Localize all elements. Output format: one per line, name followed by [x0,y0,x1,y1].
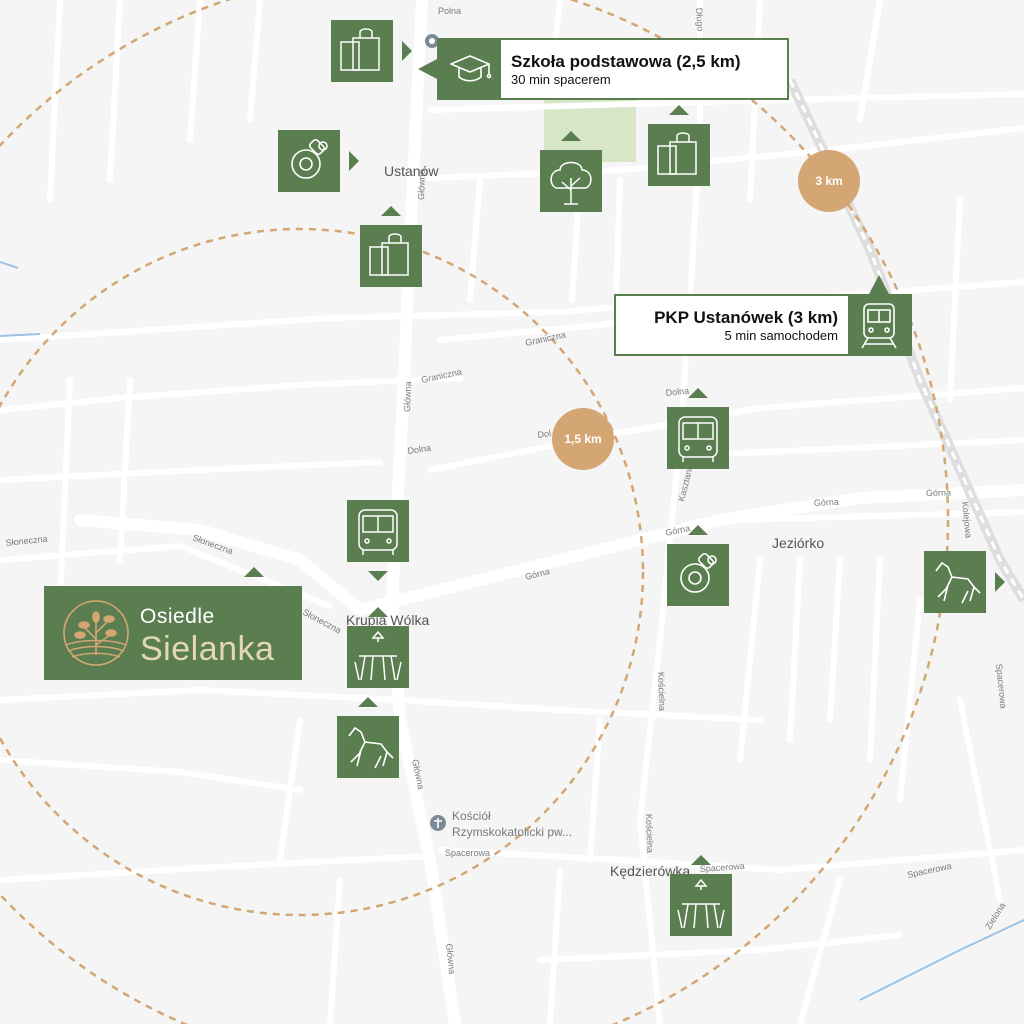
street-label-gorna-3: Górna [814,497,840,508]
street-label-spacerowa-1: Spacerowa [994,663,1009,709]
church-pin-icon [430,815,446,831]
church-label-line2: Rzymskokatolicki pw... [452,825,572,839]
rivers [0,261,1024,1001]
radius-circle-3km [0,0,950,1024]
radius-circle-1-5km [0,227,645,917]
street-label-dolna-2: Dolna [665,386,689,398]
street-label-dol: Dol [537,428,552,440]
street-label-glowna-2: Główna [402,381,413,412]
station-title: PKP Ustanówek (3 km) [654,307,838,327]
horse-icon[interactable] [337,697,399,778]
street-label-gorna-4: Górna [926,488,951,498]
tree-icon[interactable] [540,131,602,212]
station-info-box[interactable]: PKP Ustanówek (3 km) 5 min samochodem [614,294,912,356]
church-label-line1: Kościół [452,809,491,823]
location-pin-icon [425,34,439,48]
shopping-bag-icon[interactable] [331,20,412,82]
street-label-kolejowa: Kolejowa [960,501,974,538]
school-pointer [418,59,437,79]
school-title: Szkoła podstawowa (2,5 km) [511,51,741,71]
street-label-glowna-4: Główna [444,943,457,974]
street-label-dlugo: Długo [694,7,706,31]
street-label-dolna-1: Dolna [407,443,432,456]
train-icon [848,296,910,354]
osiedle-sielanka-logo: Osiedle Sielanka [44,567,302,680]
school-info-box[interactable]: Szkoła podstawowa (2,5 km) 30 min spacer… [437,38,789,100]
street-label-koscielna-1: Kościelna [656,672,667,711]
pacifier-icon[interactable] [667,525,729,606]
place-label-ustanow: Ustanów [384,163,439,179]
restaurant-icon[interactable] [347,607,409,688]
logo-tree-icon [63,600,129,666]
logo-line2: Sielanka [140,630,275,668]
shopping-bag-icon[interactable] [648,105,710,186]
distance-badge-3km: 3 km [798,150,860,212]
logo-line1: Osiedle [140,605,215,628]
street-label-polna: Polna [438,6,461,16]
distance-badge-1-5km: 1,5 km [552,408,614,470]
main-roads [74,0,1024,1024]
street-label-spacerowa-2: Spacerowa [445,848,490,858]
shopping-bag-icon[interactable] [360,206,422,287]
street-label-glowna-1: Główna [416,169,427,200]
restaurant-icon[interactable] [670,855,732,936]
street-label-koscielna-2: Kościelna [644,814,655,853]
place-label-krupia-wolka: Krupia Wólka [346,612,429,628]
school-subtitle: 30 min spacerem [511,71,611,87]
station-pointer [869,275,889,294]
place-label-jeziorko: Jeziórko [772,535,824,551]
horse-icon[interactable] [924,551,1005,613]
bus-icon[interactable] [667,388,729,469]
street-label-sloneczna-1: Słoneczna [5,534,48,548]
graduation-cap-icon [439,40,501,98]
bus-icon[interactable] [347,500,409,581]
pacifier-icon[interactable] [278,130,359,192]
station-subtitle: 5 min samochodem [724,327,838,343]
